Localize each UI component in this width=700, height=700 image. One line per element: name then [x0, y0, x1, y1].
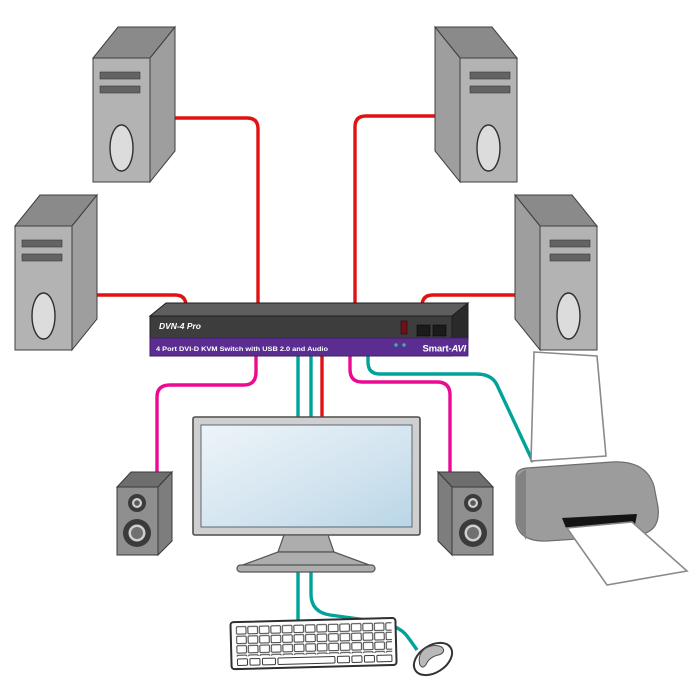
tweeter-icon	[464, 494, 482, 512]
cable-computer-2	[353, 114, 437, 312]
keyboard-keys	[235, 621, 393, 657]
switch-top-face	[148, 302, 470, 317]
mouse	[412, 641, 454, 677]
mouse-body	[412, 641, 454, 677]
channel-button-1[interactable]	[416, 324, 431, 337]
channel-button-2[interactable]	[432, 324, 447, 337]
spacebar-key	[277, 656, 336, 665]
woofer-icon	[123, 519, 151, 547]
printer-side-shade	[516, 469, 526, 540]
brand-prefix: Smart-	[423, 344, 452, 355]
printer-paper-input	[530, 351, 607, 462]
switch-label-band	[149, 337, 469, 357]
computer-tower-2	[434, 26, 518, 183]
status-indicator-1	[394, 343, 398, 347]
monitor-neck	[277, 534, 335, 553]
keyboard	[229, 616, 398, 671]
brand-suffix: AVI	[450, 344, 466, 355]
audio-cables	[155, 356, 452, 482]
monitor-base-foot	[236, 564, 376, 573]
mouse-shell-icon	[418, 645, 445, 668]
keyboard-bottom-row	[236, 654, 393, 667]
brand-logo: Smart-AVI	[423, 344, 467, 355]
speaker-left	[115, 470, 174, 557]
woofer-icon	[459, 519, 487, 547]
speaker-right	[436, 470, 495, 557]
speaker-right-side	[437, 470, 453, 557]
status-indicator-2	[402, 343, 406, 347]
printer	[515, 351, 689, 586]
switch-band-label: 4 Port DVI-D KVM Switch with USB 2.0 and…	[156, 346, 328, 353]
printer-paper-output	[565, 521, 689, 586]
computer-tower-3	[14, 194, 98, 351]
monitor-screen	[200, 424, 413, 528]
cable-speaker-left	[155, 356, 258, 482]
monitor-base	[239, 551, 373, 567]
switch-model-label: DVN-4 Pro	[159, 322, 201, 331]
cable-speaker-right	[348, 356, 452, 480]
computer-cables	[97, 114, 515, 420]
computer-tower-1	[92, 26, 176, 183]
cable-computer-1	[175, 116, 260, 312]
monitor	[192, 416, 421, 573]
kvm-switch: DVN-4 Pro 4 Port DVI-D KVM Switch with U…	[148, 301, 470, 357]
power-led	[400, 320, 408, 335]
speaker-left-side	[157, 470, 173, 557]
tweeter-icon	[128, 494, 146, 512]
cable-printer	[366, 356, 535, 463]
computer-tower-4	[514, 194, 598, 351]
